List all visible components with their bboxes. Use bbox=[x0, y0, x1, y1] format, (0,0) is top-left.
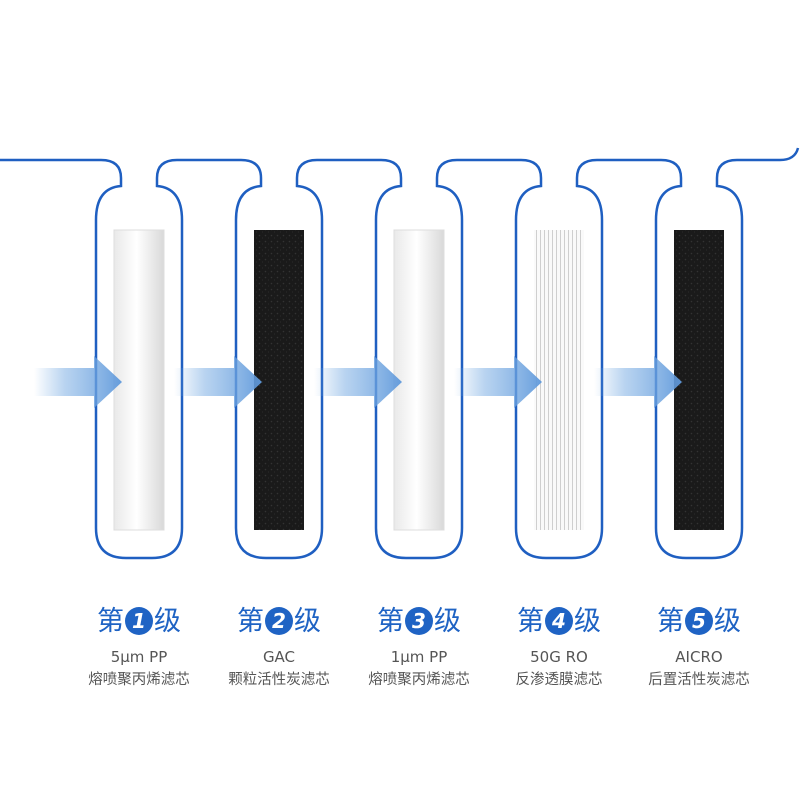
flow-arrow bbox=[174, 356, 262, 408]
flow-arrow bbox=[34, 356, 122, 408]
stage-name: 颗粒活性炭滤芯 bbox=[228, 672, 330, 688]
stage-suffix: 级 bbox=[434, 606, 461, 637]
flow-arrow bbox=[594, 356, 682, 408]
stage-name: 后置活性炭滤芯 bbox=[648, 672, 750, 688]
stage-suffix: 级 bbox=[714, 606, 741, 637]
stage-number-badge: 5 bbox=[685, 607, 713, 635]
stage-code: GAC bbox=[262, 648, 296, 666]
filter-housing bbox=[654, 178, 744, 560]
filter-core-white-pp bbox=[393, 229, 445, 531]
pipe-line bbox=[0, 147, 800, 179]
stage-code: 50G RO bbox=[530, 648, 588, 666]
stage-suffix: 级 bbox=[154, 606, 181, 637]
stage-name: 熔喷聚丙烯滤芯 bbox=[88, 672, 190, 688]
stage-prefix: 第 bbox=[97, 606, 124, 637]
filter-housing bbox=[514, 178, 604, 560]
filter-housing bbox=[234, 178, 324, 560]
stage-suffix: 级 bbox=[294, 606, 321, 637]
stage-suffix: 级 bbox=[574, 606, 601, 637]
flow-arrow bbox=[454, 356, 542, 408]
flow-arrow bbox=[314, 356, 402, 408]
filter-core-black-carbon bbox=[674, 230, 724, 530]
stage-prefix: 第 bbox=[517, 606, 544, 637]
stage-prefix: 第 bbox=[657, 606, 684, 637]
stage-number-badge: 2 bbox=[265, 607, 293, 635]
filter-housing bbox=[94, 178, 184, 560]
stage-code: 1μm PP bbox=[390, 648, 448, 666]
stage-name: 反渗透膜滤芯 bbox=[515, 672, 603, 688]
filter-core-black-carbon bbox=[254, 230, 304, 530]
filter-core-ro-membrane bbox=[534, 230, 584, 530]
filter-housing bbox=[374, 178, 464, 560]
filter-core-white-pp bbox=[113, 229, 165, 531]
stage-code: 5μm PP bbox=[110, 648, 168, 666]
stage-prefix: 第 bbox=[377, 606, 404, 637]
stage-code: AICRO bbox=[675, 648, 723, 666]
stage-name: 熔喷聚丙烯滤芯 bbox=[368, 672, 470, 688]
stage-number-badge: 4 bbox=[545, 607, 573, 635]
stage-number-badge: 3 bbox=[405, 607, 433, 635]
stage-number-badge: 1 bbox=[125, 607, 153, 635]
stage-prefix: 第 bbox=[237, 606, 264, 637]
